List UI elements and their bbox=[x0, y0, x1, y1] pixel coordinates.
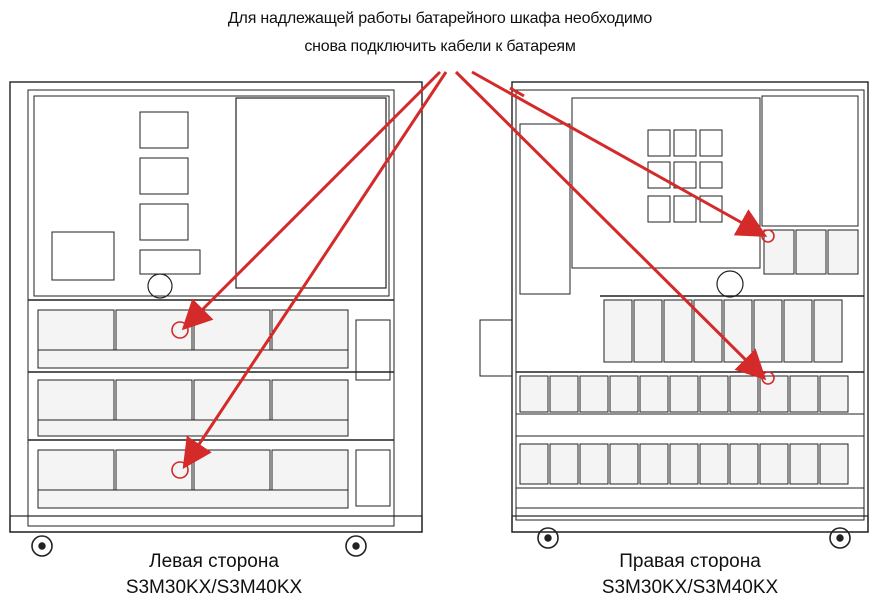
arrow-right-stub bbox=[509, 86, 525, 98]
left-cabinet-inner bbox=[27, 89, 395, 527]
right-battery-row-upper bbox=[763, 229, 859, 275]
right-wheel-front bbox=[537, 527, 559, 549]
left-battery-row-3 bbox=[37, 449, 349, 509]
marker-left-upper bbox=[171, 321, 189, 339]
left-side-bracket bbox=[355, 319, 391, 381]
right-base bbox=[511, 515, 869, 533]
right-side-label: Правая сторона bbox=[619, 551, 761, 572]
callout-arrows bbox=[181, 70, 768, 470]
right-model-label: S3M30KX/S3M40KX bbox=[601, 577, 779, 598]
left-terminal-block bbox=[51, 231, 115, 281]
right-wheel-back-hub bbox=[836, 534, 844, 542]
left-electronics-panel bbox=[33, 95, 390, 297]
right-cabinet-inner bbox=[515, 89, 865, 521]
left-side-bracket-lower bbox=[355, 449, 391, 507]
left-wheel-back bbox=[345, 535, 367, 557]
right-side-duct bbox=[519, 123, 571, 295]
left-cabinet bbox=[9, 81, 423, 557]
left-wheel-front-hub bbox=[38, 542, 46, 550]
left-model-label: S3M30KX/S3M40KX bbox=[125, 577, 303, 598]
right-tray bbox=[515, 413, 865, 437]
connection-markers bbox=[171, 229, 775, 479]
right-battery-row-1 bbox=[603, 299, 843, 363]
instruction-line-2: снова подключить кабели к батареям bbox=[304, 38, 576, 55]
arrow-left-lower bbox=[182, 71, 448, 470]
arrow-right-upper bbox=[471, 70, 768, 237]
marker-right-lower bbox=[761, 371, 775, 385]
left-fan bbox=[147, 273, 173, 299]
left-side-label: Левая сторона bbox=[149, 551, 279, 572]
right-upper-panel bbox=[761, 95, 859, 227]
right-cabinet-caption: Правая сторона S3M30KX/S3M40KX bbox=[560, 549, 820, 601]
marker-left-lower bbox=[171, 461, 189, 479]
left-base bbox=[9, 515, 423, 533]
right-electronics-panel bbox=[571, 97, 761, 269]
right-battery-row-3 bbox=[519, 443, 849, 485]
arrow-left-upper bbox=[181, 70, 442, 331]
right-lower-tray bbox=[515, 487, 865, 509]
left-wheel-front bbox=[31, 535, 53, 557]
left-upper-cover bbox=[235, 97, 387, 289]
arrow-right-lower bbox=[454, 70, 767, 381]
left-cabinet-caption: Левая сторона S3M30KX/S3M40KX bbox=[84, 549, 344, 601]
right-battery-row-2 bbox=[519, 375, 849, 413]
right-wheel-front-hub bbox=[544, 534, 552, 542]
instruction-line-1: Для надлежащей работы батарейного шкафа … bbox=[227, 10, 653, 27]
right-fan bbox=[716, 270, 744, 298]
right-cabinet bbox=[479, 81, 869, 549]
right-wheel-back bbox=[829, 527, 851, 549]
marker-right-upper bbox=[761, 229, 775, 243]
left-battery-row-2 bbox=[37, 379, 349, 437]
left-breaker-column bbox=[139, 111, 201, 275]
right-breaker-grid bbox=[647, 129, 723, 223]
right-side-bracket bbox=[479, 319, 513, 377]
left-wheel-back-hub bbox=[352, 542, 360, 550]
